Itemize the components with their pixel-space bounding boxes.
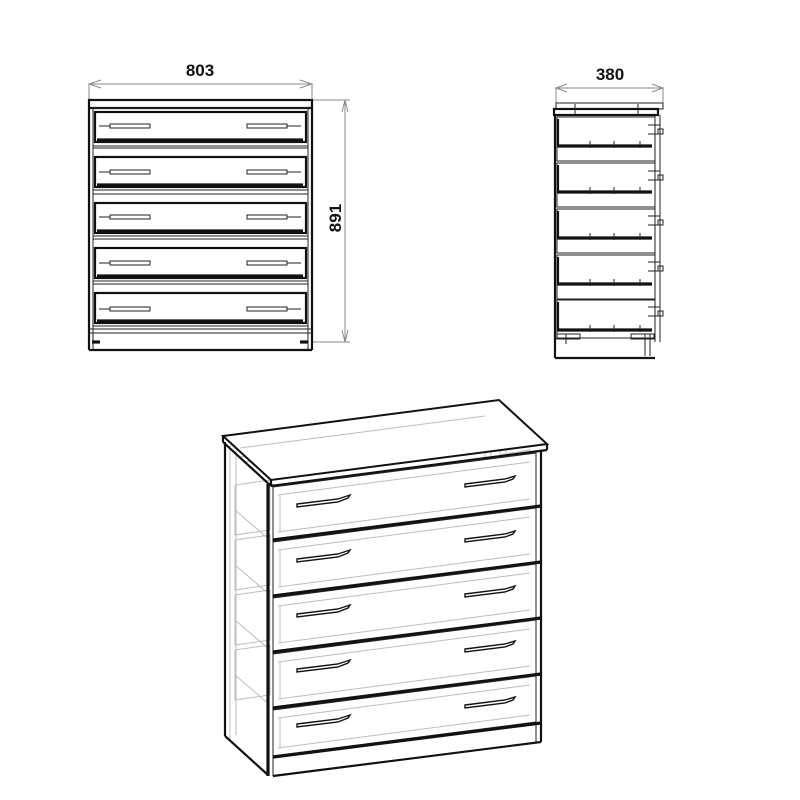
side-drawer-5 [556,299,664,339]
perspective-drawer-5 [272,675,542,759]
perspective-drawer-3 [272,563,542,654]
front-drawer-4 [92,238,309,282]
front-drawer-5 [92,283,309,327]
drawer-handle-left [296,713,352,728]
drawer-handle-left [296,548,352,563]
drawer-handle-right [464,474,517,488]
width-dimension-label: 803 [186,61,214,80]
perspective-drawer-4 [272,619,542,710]
perspective-drawer-1 [272,452,542,542]
drawer-handle-right [464,639,517,653]
front-drawer-3 [92,193,309,237]
side-drawer-4 [556,254,664,300]
side-view: 380 [552,65,665,360]
drawer-handle-left [296,493,352,508]
side-drawer-3 [556,208,664,254]
height-dimension: 891 [312,99,350,343]
front-view: 803 891 [87,61,350,352]
drawer-handle-right [464,695,517,709]
height-dimension-label: 891 [326,204,345,232]
front-drawer-2 [92,147,309,191]
drawer-handle-left [296,658,352,673]
width-dimension: 803 [87,61,314,100]
depth-dimension-label: 380 [596,65,624,84]
top-board [220,398,550,488]
left-side-panel [223,442,274,776]
drawer-handle-right [464,529,517,543]
perspective-view [220,398,550,778]
drawer-handle-left [296,603,352,618]
side-drawer-1 [556,116,664,162]
drawer-handle-right [464,584,517,598]
front-drawer-1 [92,107,309,147]
depth-dimension: 380 [554,65,665,103]
side-drawer-2 [556,162,664,208]
perspective-drawer-2 [272,507,542,598]
